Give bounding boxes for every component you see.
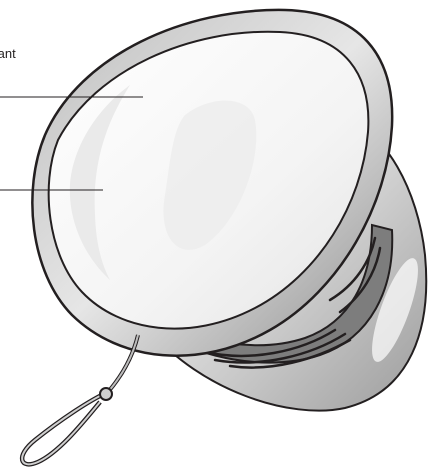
string-loop <box>22 392 108 464</box>
string-loop-inner <box>22 392 108 464</box>
callout-label: tant <box>0 47 16 60</box>
string-knot <box>100 388 112 400</box>
